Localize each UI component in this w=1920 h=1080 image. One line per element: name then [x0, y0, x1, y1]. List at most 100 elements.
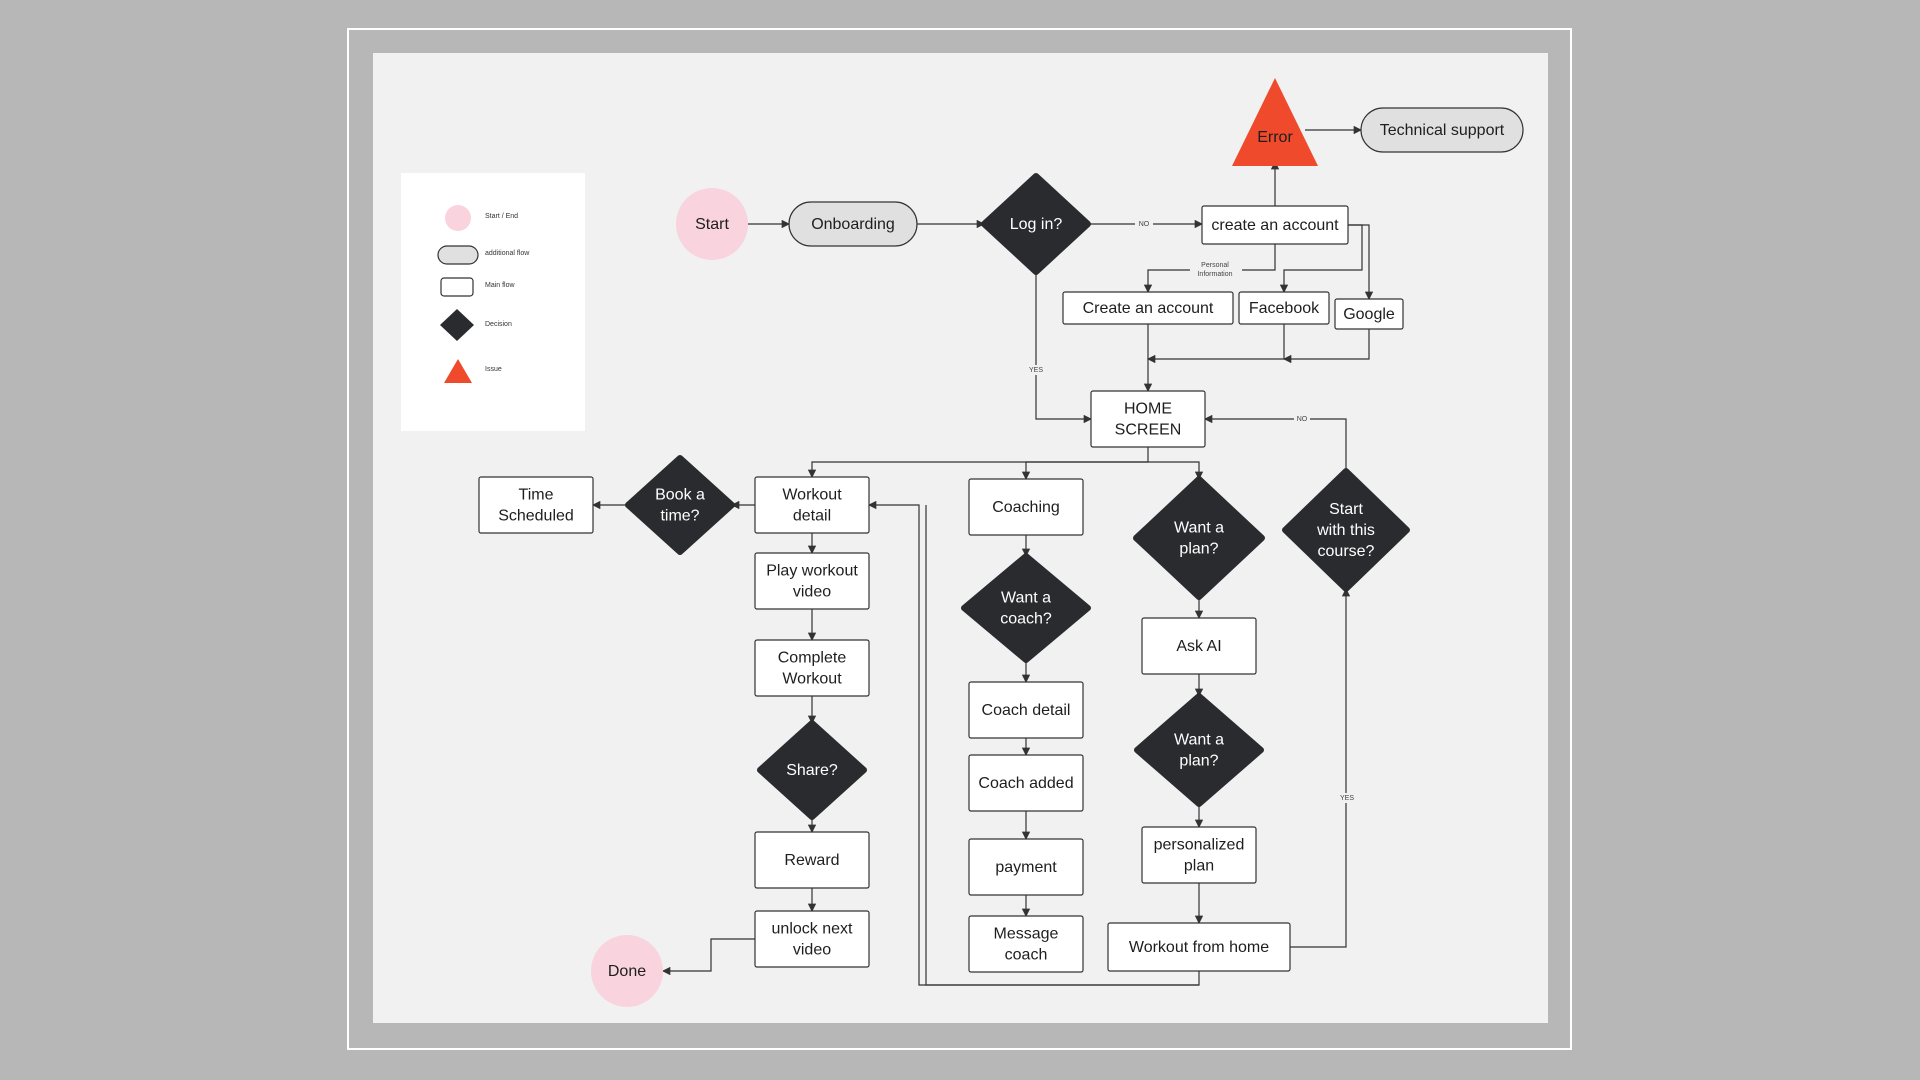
main-flow-node-shape: [968, 915, 1084, 973]
edge-label-yes-course: YES: [1340, 795, 1354, 802]
connector-line: [807, 447, 1149, 479]
node-label: Start: [1329, 501, 1363, 518]
node-label: Time: [519, 487, 554, 504]
node-label: coach?: [1000, 611, 1052, 628]
main-flow-node-shape: [1334, 298, 1404, 330]
node-login[interactable]: Log in?: [981, 173, 1091, 275]
node-done[interactable]: Done: [591, 935, 663, 1007]
node-coaching[interactable]: Coaching: [968, 478, 1084, 536]
node-want-plan-2[interactable]: Want a plan?: [1134, 693, 1264, 807]
node-facebook[interactable]: Facebook: [1238, 291, 1330, 325]
decision-node-shape: [757, 720, 867, 820]
node-label: Log in?: [1010, 216, 1063, 233]
node-want-coach[interactable]: Want a coach?: [961, 553, 1091, 663]
main-flow-node-shape: [1062, 291, 1234, 325]
node-label: Facebook: [1249, 300, 1320, 317]
node-label: Onboarding: [811, 216, 895, 233]
additional-flow-node-shape: [788, 201, 918, 247]
node-personalized-plan[interactable]: personalized plan: [1141, 826, 1257, 884]
node-label: Scheduled: [498, 508, 574, 525]
connector-line: [1203, 414, 1347, 471]
connector-line: [1146, 324, 1285, 364]
label-backdrop: [1338, 793, 1356, 803]
node-label: Share?: [786, 762, 838, 779]
main-flow-node-shape: [754, 552, 870, 610]
node-label: Create an account: [1083, 300, 1214, 317]
node-label: Error: [1257, 129, 1293, 146]
node-want-plan-1[interactable]: Want a plan?: [1133, 476, 1265, 600]
terminal-node-shape: [591, 935, 663, 1007]
legend-issue-icon: [444, 359, 472, 383]
connector-line: [1290, 587, 1351, 948]
additional-flow-node-shape: [1360, 107, 1524, 153]
connector-line: [867, 500, 1200, 986]
node-label: HOME: [1124, 401, 1172, 418]
node-reward[interactable]: Reward: [754, 831, 870, 889]
node-label: Want a: [1174, 520, 1224, 537]
node-share[interactable]: Share?: [757, 720, 867, 820]
node-label: time?: [660, 508, 699, 525]
node-label: Want a: [1001, 590, 1051, 607]
node-workout-home[interactable]: Workout from home: [1107, 922, 1291, 972]
label-backdrop: [1135, 219, 1153, 229]
legend-decision-icon: [440, 309, 474, 341]
edge-label-no-course: NO: [1297, 416, 1308, 423]
node-label: payment: [995, 859, 1057, 876]
legend-shapes: [437, 205, 479, 383]
node-tech-support[interactable]: Technical support: [1360, 107, 1524, 153]
node-label: Coach detail: [982, 702, 1071, 719]
node-label: plan?: [1179, 753, 1218, 770]
legend-start-end-icon: [445, 205, 471, 231]
main-flow-node-shape: [754, 639, 870, 697]
node-error[interactable]: Error: [1232, 78, 1318, 166]
main-flow-node-shape: [968, 838, 1084, 896]
node-label: plan?: [1179, 541, 1218, 558]
edge-label-personal: Personal: [1201, 262, 1229, 269]
node-payment[interactable]: payment: [968, 838, 1084, 896]
main-flow-node-shape: [1107, 922, 1291, 972]
node-google[interactable]: Google: [1334, 298, 1404, 330]
legend-main-flow-icon: [440, 277, 474, 297]
connector-line: [1348, 224, 1374, 301]
decision-node-shape: [961, 553, 1091, 663]
label-backdrop: [1026, 365, 1046, 375]
node-label: Complete: [778, 650, 847, 667]
node-onboarding[interactable]: Onboarding: [788, 201, 918, 247]
decision-node-shape: [1133, 476, 1265, 600]
main-flow-node-shape: [1141, 826, 1257, 884]
node-label: Workout: [782, 671, 842, 688]
node-label: Want a: [1174, 732, 1224, 749]
node-label: video: [793, 942, 831, 959]
node-coach-added[interactable]: Coach added: [968, 754, 1084, 812]
nodes: Start Onboarding Log in? create an account E…: [478, 78, 1524, 1007]
main-flow-node-shape: [754, 476, 870, 534]
main-flow-node-shape: [1090, 390, 1206, 448]
legend-start-end-label: Start / End: [485, 213, 519, 220]
legend-additional-flow-icon: [437, 245, 479, 265]
node-label: Workout: [782, 487, 842, 504]
edge-label-yes-login: YES: [1029, 367, 1043, 374]
issue-node-shape: [1232, 78, 1318, 166]
node-ask-ai[interactable]: Ask AI: [1141, 617, 1257, 675]
node-start[interactable]: Start: [676, 188, 748, 260]
node-label: Technical support: [1380, 122, 1505, 139]
legend-decision-label: Decision: [485, 321, 512, 328]
node-label: personalized: [1154, 837, 1245, 854]
node-create-account-top[interactable]: create an account: [1201, 205, 1349, 245]
node-coach-detail[interactable]: Coach detail: [968, 681, 1084, 739]
connector-line: [1148, 461, 1204, 481]
node-label: Workout from home: [1129, 939, 1269, 956]
node-create-account-opt[interactable]: Create an account: [1062, 291, 1234, 325]
node-label: plan: [1184, 858, 1214, 875]
decision-node-shape: [1134, 693, 1264, 807]
